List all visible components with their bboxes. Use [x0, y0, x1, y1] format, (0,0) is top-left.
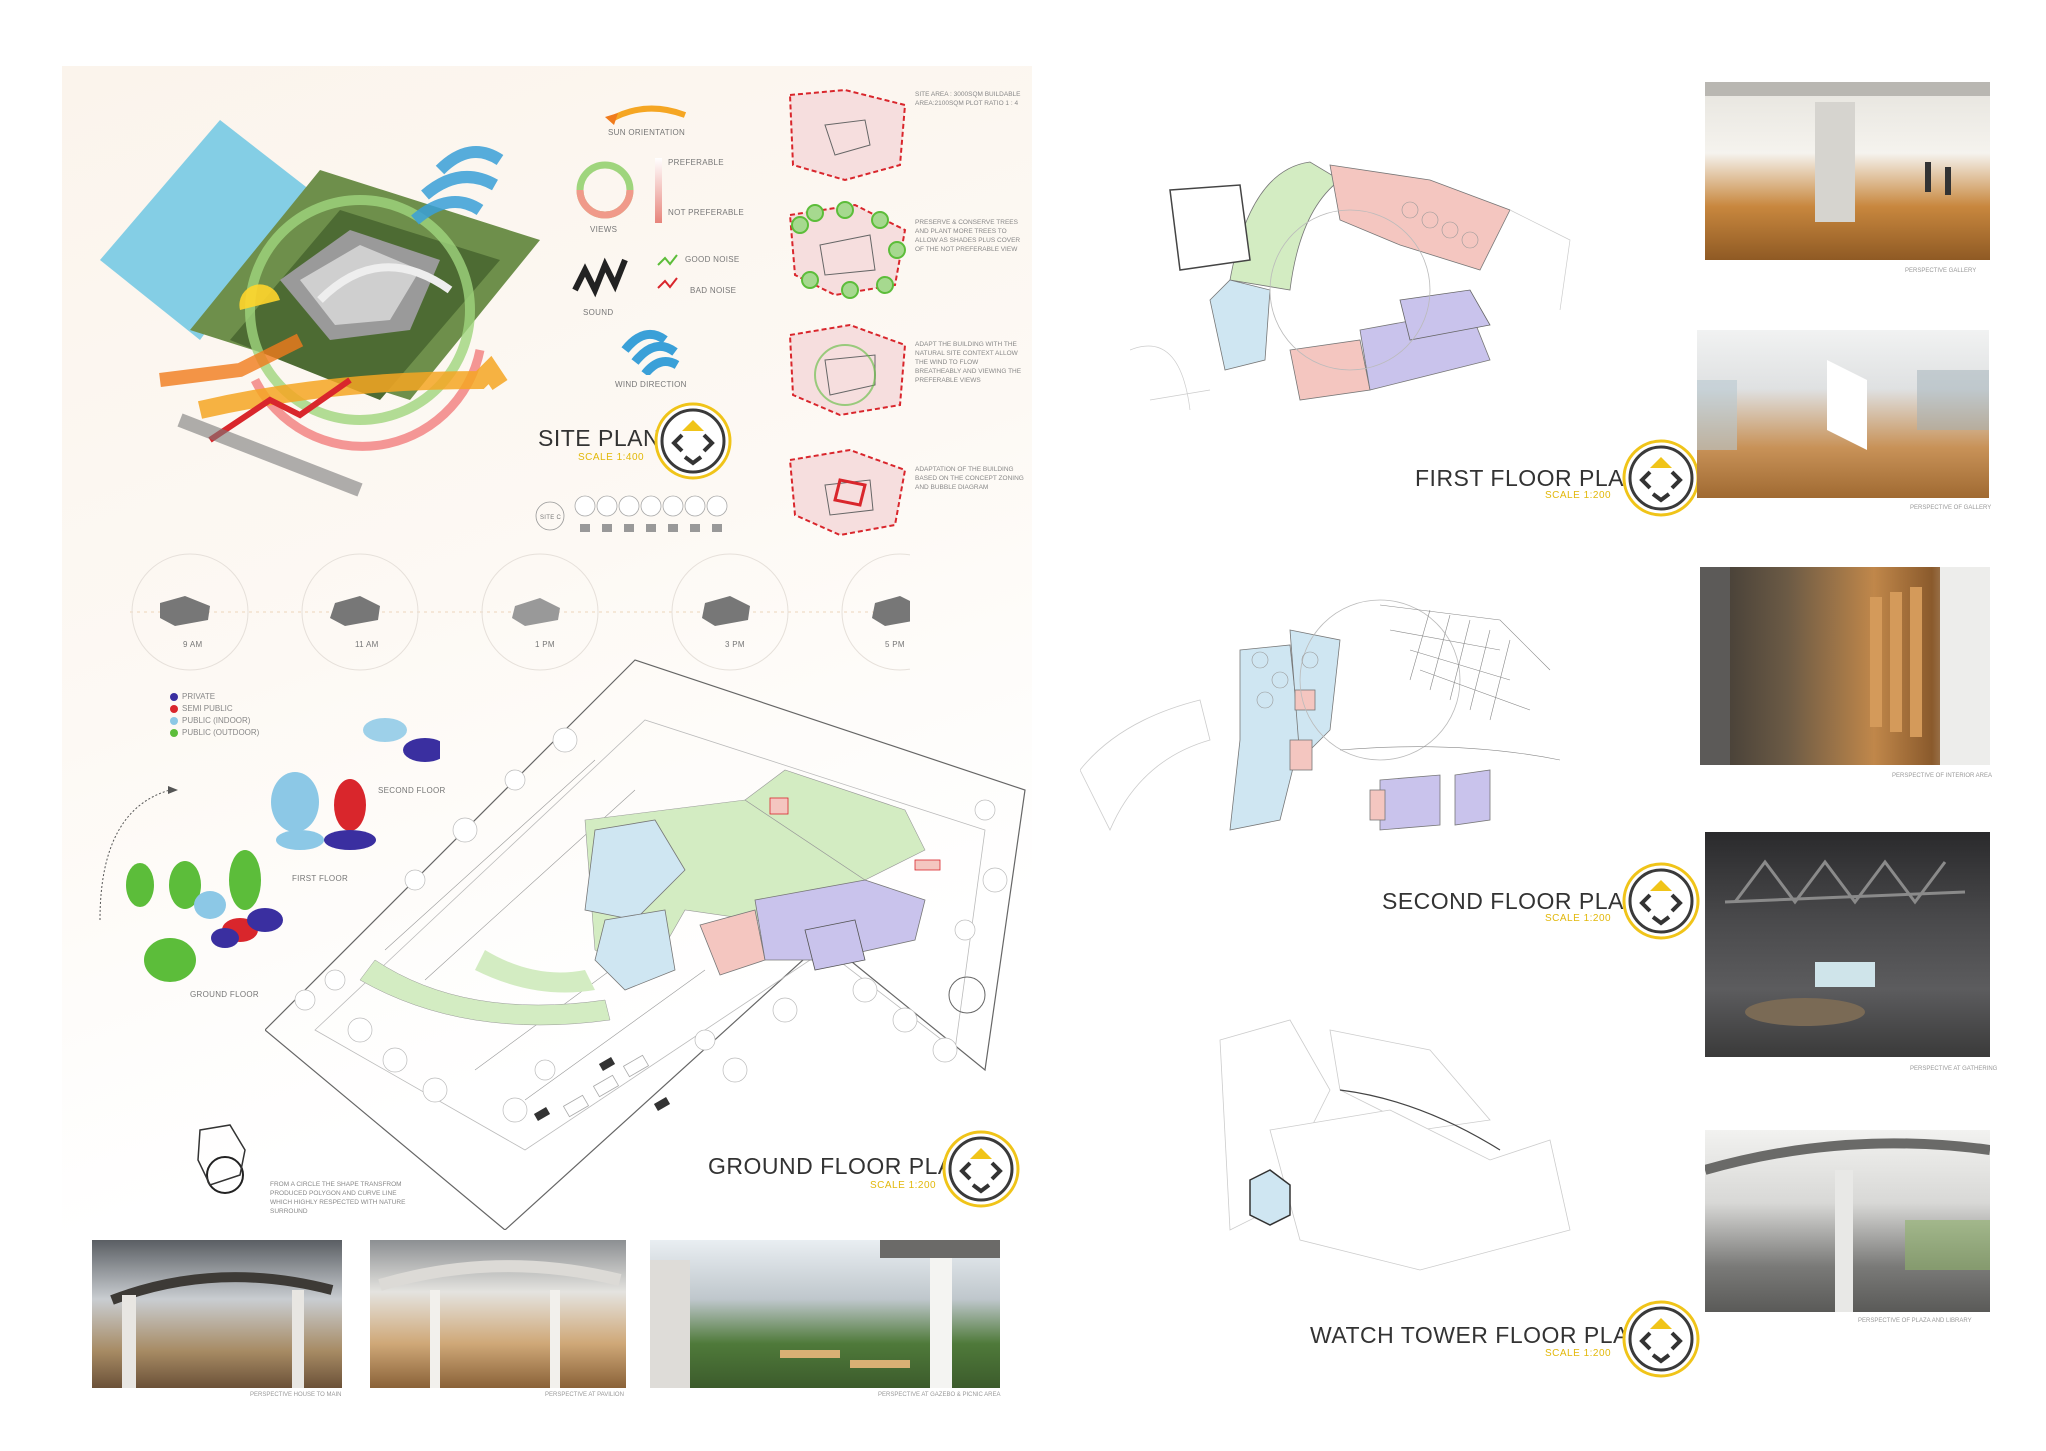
sun-orientation-label: SUN ORIENTATION: [608, 128, 686, 137]
bubble-diagram: [99, 718, 440, 982]
ground-floor-plan-drawing: [265, 659, 1026, 1230]
caption-photo-3: PERSPECTIVE AT GAZEBO & PICNIC AREA: [878, 1392, 1001, 1398]
site-plan-scale: SCALE 1:400: [578, 452, 645, 463]
legend-semi-public: SEMI PUBLIC: [182, 704, 233, 713]
right-photo-1: [1705, 82, 1990, 260]
ground-floor-concept-note: FROM A CIRCLE THE SHAPE TRANSFROM PRODUC…: [270, 1181, 406, 1215]
right-caption-2: PERSPECTIVE OF GALLERY: [1910, 505, 1992, 511]
wind-direction-icon: [621, 329, 680, 375]
site-plan-logo-icon: [654, 402, 732, 480]
first-floor-plan-scale: SCALE 1:200: [1545, 490, 1612, 501]
watch-tower-logo-icon: [1622, 1300, 1700, 1378]
preference-gradient-bar: [655, 158, 662, 223]
site-plan-title: SITE PLAN: [538, 425, 661, 451]
legend-public-outdoor: PUBLIC (OUTDOOR): [182, 728, 260, 737]
ground-floor-plan-title: GROUND FLOOR PLAN: [708, 1153, 971, 1179]
right-photo-5: [1705, 1130, 1990, 1312]
wind-direction-label: WIND DIRECTION: [615, 380, 687, 389]
site-c-label: SITE C: [540, 515, 562, 521]
right-photo-3: [1700, 567, 1990, 765]
second-floor-plan-scale: SCALE 1:200: [1545, 913, 1612, 924]
right-caption-3: PERSPECTIVE OF INTERIOR AREA: [1892, 773, 1993, 779]
perspective-photo-1: [92, 1240, 342, 1388]
sound-zigzag-icon: [572, 257, 628, 298]
first-floor-plan-drawing: [1130, 161, 1571, 411]
perspective-photo-2: [370, 1240, 626, 1388]
legend-public-indoor: PUBLIC (INDOOR): [182, 716, 251, 725]
caption-photo-1: PERSPECTIVE HOUSE TO MAIN: [250, 1392, 342, 1398]
private-swatch: [170, 692, 178, 701]
sun-study-label-5pm: 5 PM: [885, 640, 905, 649]
right-photo-4: [1705, 832, 1990, 1057]
concept-sketch-column: [788, 88, 907, 537]
bubble-label-ground-floor: GROUND FLOOR: [190, 990, 259, 999]
views-ring-icon: [576, 161, 634, 219]
right-caption-4: PERSPECTIVE AT GATHERING: [1910, 1066, 1998, 1072]
circle-transform-sketch: [197, 1124, 246, 1194]
right-caption-1: PERSPECTIVE GALLERY: [1905, 268, 1977, 274]
first-floor-plan-title: FIRST FLOOR PLAN: [1415, 465, 1642, 491]
bubble-label-first-floor: FIRST FLOOR: [292, 874, 349, 883]
second-floor-bubbles: [363, 718, 440, 762]
first-floor-bubbles: [271, 772, 376, 850]
second-floor-plan-title: SECOND FLOOR PLAN: [1382, 888, 1641, 914]
concept-note-4: ADAPTATION OF THE BUILDING BASED ON THE …: [915, 466, 1024, 491]
concept-note-3: ADAPT THE BUILDING WITH THE NATURAL SITE…: [915, 341, 1022, 384]
zoning-legend: PRIVATE SEMI PUBLIC PUBLIC (INDOOR) PUBL…: [170, 692, 259, 740]
not-preferable-label: NOT PREFERABLE: [668, 208, 745, 217]
views-label: VIEWS: [590, 225, 618, 234]
legend-private: PRIVATE: [182, 692, 216, 701]
sun-study-label-11am: 11 AM: [355, 640, 379, 649]
sun-study-label-3pm: 3 PM: [725, 640, 745, 649]
watch-tower-plan-title: WATCH TOWER FLOOR PLAN: [1310, 1322, 1647, 1348]
second-floor-logo-icon: [1622, 862, 1700, 940]
concept-note-1: SITE AREA : 3000SQM BUILDABLE AREA:2100S…: [915, 91, 1021, 107]
caption-photo-2: PERSPECTIVE AT PAVILION: [545, 1392, 624, 1398]
ground-floor-logo-icon: [942, 1130, 1020, 1208]
sound-label: SOUND: [583, 308, 614, 317]
wind-icon: [411, 146, 504, 225]
public-outdoor-swatch: [170, 728, 178, 737]
water-body: [100, 120, 310, 340]
noise-arrows-icon: [657, 254, 678, 289]
public-indoor-swatch: [170, 716, 178, 725]
first-floor-logo-icon: [1622, 439, 1700, 517]
sun-study-label-1pm: 1 PM: [535, 640, 555, 649]
bad-noise-label: BAD NOISE: [690, 286, 737, 295]
right-caption-5: PERSPECTIVE OF PLAZA AND LIBRARY: [1858, 1318, 1972, 1324]
sun-orientation-arrow-icon: [605, 105, 687, 125]
sun-study-row: [130, 548, 910, 688]
concept-note-2: PRESERVE & CONSERVE TREES AND PLANT MORE…: [915, 219, 1021, 253]
watch-tower-plan-scale: SCALE 1:200: [1545, 1348, 1612, 1359]
second-floor-plan-drawing: [1080, 599, 1561, 831]
ground-floor-bubbles: [126, 850, 283, 982]
preferable-label: PREFERABLE: [668, 158, 724, 167]
perspective-photo-3: [650, 1240, 1000, 1388]
sun-study-label-9am: 9 AM: [183, 640, 203, 649]
right-photo-2: [1697, 330, 1989, 498]
bubble-label-second-floor: SECOND FLOOR: [378, 786, 446, 795]
semi-public-swatch: [170, 704, 178, 713]
good-noise-label: GOOD NOISE: [685, 255, 740, 264]
watch-tower-plan-drawing: [1219, 1019, 1571, 1271]
ground-floor-plan-scale: SCALE 1:200: [870, 1180, 937, 1191]
site-zone-diagram: [535, 495, 728, 532]
site-axonometric: [100, 120, 540, 497]
